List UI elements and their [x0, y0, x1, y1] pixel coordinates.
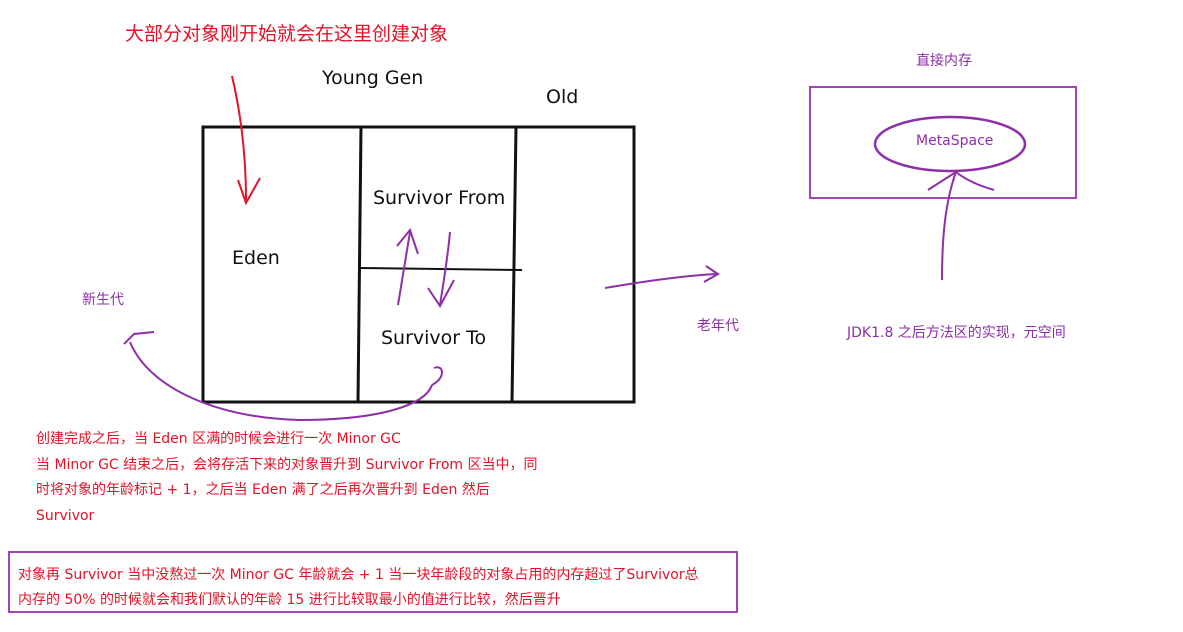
survivor-divider — [358, 267, 523, 271]
metaspace-arrow-line — [941, 171, 957, 281]
down-arrow-head — [427, 279, 455, 308]
note-line: 时将对象的年龄标记 + 1，之后当 Eden 满了之后再次晋升到 Eden 然后 — [36, 482, 490, 498]
young-gen-label: Young Gen — [322, 67, 424, 89]
old-label: Old — [546, 86, 579, 108]
old-generation-cn-label: 老年代 — [697, 318, 739, 334]
red-arrow-head — [237, 177, 261, 206]
metaspace-label: MetaSpace — [916, 133, 994, 149]
gc-process-notes: 创建完成之后，当 Eden 区满的时候会进行一次 Minor GC 当 Mino… — [36, 427, 537, 529]
survivor-to-label: Survivor To — [381, 327, 487, 349]
age-threshold-box — [8, 551, 738, 613]
eden-divider — [356, 126, 363, 403]
eden-allocation-note: 大部分对象刚开始就会在这里创建对象 — [125, 23, 449, 45]
note-line: 当 Minor GC 结束之后，会将存活下来的对象晋升到 Survivor Fr… — [36, 456, 538, 473]
down-arrow-line — [439, 231, 451, 306]
young-gen-brace — [129, 341, 433, 422]
note-line: 对象再 Survivor 当中没熬过一次 Minor GC 年龄就会 + 1 当… — [18, 567, 699, 583]
note-line: Survivor — [36, 507, 95, 524]
direct-memory-box — [809, 86, 1077, 199]
promote-arrow-head — [703, 265, 720, 283]
age-threshold-notes: 对象再 Survivor 当中没熬过一次 Minor GC 年龄就会 + 1 当… — [18, 563, 699, 613]
up-arrow-head — [396, 227, 419, 255]
direct-memory-label: 直接内存 — [916, 53, 972, 69]
brace-right-hook — [431, 366, 443, 386]
metaspace-ellipse — [873, 115, 1027, 173]
survivor-from-label: Survivor From — [373, 187, 506, 209]
promote-arrow-line — [604, 273, 717, 289]
brace-left-hook — [123, 331, 155, 345]
old-divider — [510, 126, 518, 403]
note-line: 内存的 50% 的时候就会和我们默认的年龄 15 进行比较取最小的值进行比较，然… — [18, 592, 561, 608]
jdk-metaspace-note: JDK1.8 之后方法区的实现，元空间 — [847, 325, 1066, 341]
young-generation-cn-label: 新生代 — [82, 292, 124, 308]
metaspace-arrow-head — [927, 170, 995, 191]
up-arrow-line — [397, 231, 411, 306]
heap-outline — [201, 125, 636, 404]
eden-label: Eden — [232, 247, 280, 269]
red-arrow-line — [231, 75, 247, 201]
note-line: 创建完成之后，当 Eden 区满的时候会进行一次 Minor GC — [36, 431, 401, 447]
